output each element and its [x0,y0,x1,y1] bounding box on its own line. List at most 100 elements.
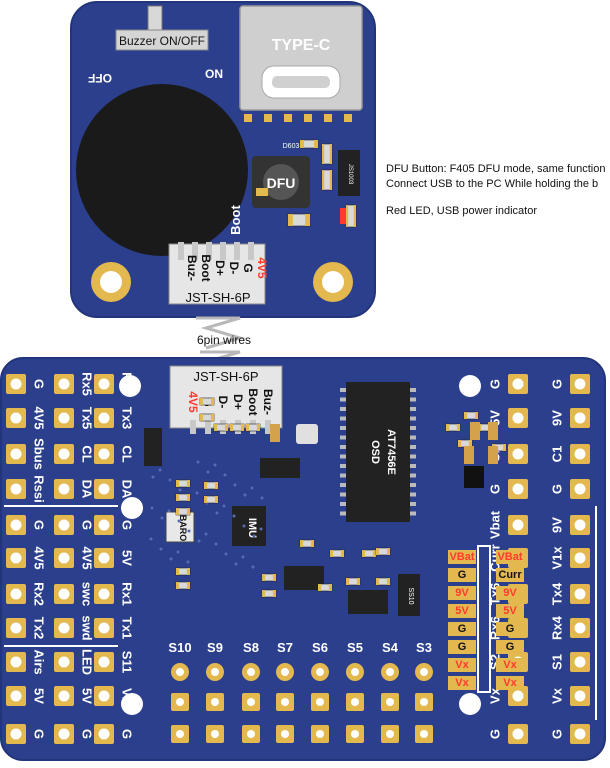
smd-cap-b-end-a [288,214,293,226]
motor-label: S6 [312,640,328,655]
smd-part-end-a [176,508,180,515]
jumper-label-right: Curr [498,569,522,581]
smd-part-end-a [464,412,468,419]
smd-part-end-b [310,540,314,547]
right-header-label: 5V [487,410,502,426]
left-header-pad-hole [58,519,70,531]
smd-part-end-a [176,480,180,487]
motor-pad-mid-hole [420,698,428,706]
jumper-bracket [477,545,491,693]
right-header-pad-hole [574,378,586,390]
left-header-pad-hole [98,656,110,668]
left-header-label: Airs [32,649,47,674]
osd-pin [340,388,346,392]
osd-pin [410,492,416,497]
decor-dot [224,552,228,556]
top-jst-label: JST-SH-6P [185,290,250,305]
right-header-pad-hole [574,656,586,668]
switch-off-label: OFF [88,71,112,85]
left-header-label: Tx3 [120,407,135,429]
switch-on-label: ON [205,67,223,81]
osd-pin [410,502,416,506]
buzzer-switch-label: Buzzer ON/OFF [119,34,205,48]
right-header-label: Tx4 [549,582,564,605]
right-header-label: Rx4 [549,615,564,640]
buzzer-switch-knob [147,5,163,33]
decor-dot [234,562,238,566]
bottom-pin-label: D+ [231,394,245,410]
motor-label: S5 [347,640,363,655]
motor-pad-bottom-hole [211,730,219,738]
jumper-label-left: Vx [455,659,469,671]
decor-dot [177,519,181,523]
left-header-pad-hole [10,656,22,668]
top-jst-pin [178,242,184,260]
right-header-label: Vx [549,687,564,704]
osd-pin [340,397,346,402]
black-block-a [144,428,162,466]
right-header-label: G [487,729,502,739]
right-header-pad-hole [574,728,586,740]
decor-dot [214,542,218,546]
left-header-label: Rx1 [120,582,135,606]
left-header-pad-hole [10,728,22,740]
right-header-pad-hole [512,378,524,390]
left-header-pad-hole [58,656,70,668]
decor-dot [252,534,256,538]
motor-pad-top-hole [420,668,428,676]
smd-part-end-a [214,424,218,431]
top-pin-label: D+ [213,260,227,276]
decor-dot [159,547,163,551]
smd-part-end-b [210,414,214,421]
smd-part-end-a [200,398,204,405]
left-header-pad-hole [98,690,110,702]
top-jst-pin [220,242,226,260]
right-header-pad-hole [574,552,586,564]
bottom-pin-label: Boot [246,388,260,415]
left-header-pad-hole [10,552,22,564]
smd-part-end-a [262,590,266,597]
smd-part-end-b [224,424,228,431]
bottom-pin-label: 4V5 [186,391,200,413]
ss10-chip [398,574,420,616]
decor-dot [196,460,200,464]
imu-chip [232,506,266,546]
osd-pin [410,511,416,516]
right-header-pad-hole [574,448,586,460]
decor-dot [213,463,217,467]
decor-dot [160,516,164,520]
jumper-pad-left [448,568,476,582]
resistor-3k-b-end-a [322,170,325,190]
motor-pad-top-hole [386,668,394,676]
jumper-label-left: G [458,623,467,635]
left-header-pad-hole [10,519,22,531]
motor-pad-mid-hole [211,698,219,706]
decor-dot [250,486,254,490]
osd-pin [340,483,346,487]
right-header-pad-hole [574,412,586,424]
left-header-pad-hole [10,690,22,702]
right-header-label: G [487,484,502,494]
crystal [296,424,318,444]
dfu-button-cap [263,164,299,200]
right-header-pad-hole [574,588,586,600]
smd-part-end-b [502,444,506,451]
board-hole [459,375,481,397]
osd-pin [340,445,346,449]
left-header-label: Sbus [32,438,47,470]
js1003-chip [338,150,360,196]
decor-dot [151,475,155,479]
left-header-pad-hole [98,378,110,390]
smd-part-end-a [376,578,380,585]
js1003-label: JS1003 [347,164,353,185]
right-header-pad-hole [512,483,524,495]
smd-part-end-a [362,550,366,557]
bottom-pin-label: Buz- [261,389,275,415]
jumper-pad-right [496,550,524,564]
left-header-label: 5V [80,688,95,704]
note-led: Red LED, USB power indicator [386,205,538,217]
motor-pad-mid-hole [247,698,255,706]
jumper-label-right: VBat [497,551,522,563]
osd-pin [410,397,416,402]
